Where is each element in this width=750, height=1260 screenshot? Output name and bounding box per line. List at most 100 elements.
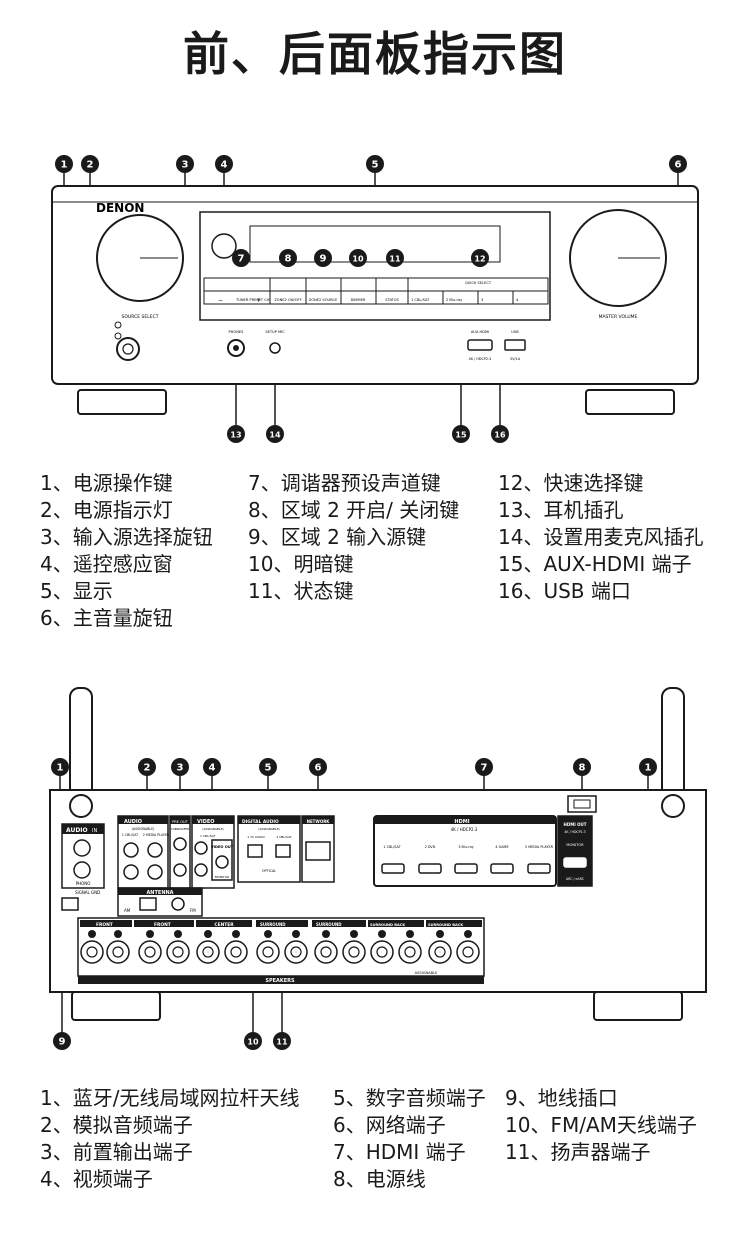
front-callout-number: 3	[182, 160, 189, 171]
speaker-binding-post[interactable]	[80, 940, 104, 964]
speaker-binding-post[interactable]	[456, 940, 480, 964]
optical2-port[interactable]	[275, 844, 291, 858]
phono-label: PHONO	[76, 881, 91, 886]
hdmi-in1-port[interactable]	[381, 863, 405, 874]
antenna-left	[69, 687, 93, 799]
legend-item: 11、扬声器端子	[505, 1140, 651, 1164]
ethernet-port[interactable]	[305, 841, 331, 861]
legend-item: 14、设置用麦克风插孔	[498, 525, 704, 549]
speaker-binding-post[interactable]	[196, 940, 220, 964]
front-callout-number: 5	[372, 160, 379, 171]
speaker-binding-post[interactable]	[284, 940, 308, 964]
tuner-preset-label: TUNER PRESET CH	[235, 298, 270, 302]
speaker-post-hole	[462, 946, 474, 958]
digital-assignable-label: (ASSIGNABLE)	[258, 827, 279, 831]
video-in-label: VIDEO	[197, 819, 215, 825]
speaker-post-hole	[320, 946, 332, 958]
phono-l-jack[interactable]	[73, 839, 91, 857]
video-in1-jack[interactable]	[194, 841, 208, 855]
signal-gnd-terminal[interactable]	[61, 897, 79, 911]
fm-terminal[interactable]	[171, 897, 185, 911]
speaker-binding-post[interactable]	[370, 940, 394, 964]
setup-mic-jack[interactable]	[269, 342, 281, 354]
analog-1l-jack[interactable]	[123, 842, 139, 858]
legend-item: 6、主音量旋钮	[40, 606, 173, 630]
analog-assignable-label: (ASSIGNABLE)	[132, 827, 155, 831]
am-terminal[interactable]	[139, 897, 157, 911]
speaker-binding-post[interactable]	[398, 940, 422, 964]
rear-callout-badge	[51, 758, 69, 776]
master-volume-label: MASTER VOLUME	[599, 314, 638, 320]
speaker-post-hole	[202, 946, 214, 958]
front-r-label: FRONT	[96, 922, 113, 928]
hdmi-in3-port[interactable]	[454, 863, 478, 874]
usb-sub-label: 5V/1A	[510, 357, 521, 361]
legend-item: 4、遥控感应窗	[40, 552, 173, 576]
front-callout-badge	[232, 249, 250, 267]
speaker-post-hole	[112, 946, 124, 958]
zone2-source-label: ZONE2 SOURCE	[309, 298, 338, 302]
tuner-minus: −	[218, 297, 223, 304]
tv-audio-label: 1 TV AUDIO	[247, 835, 265, 839]
antenna-base-right	[661, 794, 685, 818]
hdmi-in5-port[interactable]	[527, 863, 551, 874]
analog-2r-jack[interactable]	[147, 864, 163, 880]
hdmi-out-port[interactable]	[563, 857, 587, 868]
front-callout-number: 4	[221, 160, 228, 171]
surround-r-label: SURROUND	[260, 922, 286, 927]
speaker-binding-post[interactable]	[314, 940, 338, 964]
rear-callout-number: 5	[265, 763, 272, 774]
video-out-jack[interactable]	[215, 855, 229, 869]
hdmi-in2-port[interactable]	[418, 863, 442, 874]
qs4-label: 4	[516, 298, 519, 302]
phono-r-jack[interactable]	[73, 861, 91, 879]
pre-out-label: PRE OUT	[172, 820, 189, 824]
sub2-jack[interactable]	[173, 863, 187, 877]
video-in2-jack[interactable]	[194, 863, 208, 877]
tuner-plus: +	[256, 297, 261, 304]
front-callout-badge	[386, 249, 404, 267]
hdmi-in5-label: 5 MEDIA PLAYER	[525, 845, 554, 849]
qs1-label: 1 CBL/SAT	[411, 298, 430, 302]
analog-2l-jack[interactable]	[147, 842, 163, 858]
speaker-binding-post[interactable]	[138, 940, 162, 964]
setup-mic-label: SETUP MIC	[265, 330, 285, 334]
hdmi-in4-port[interactable]	[490, 863, 514, 874]
antenna-right	[661, 687, 685, 799]
legend-item: 3、前置输出端子	[40, 1140, 193, 1164]
front-callout-number: 12	[474, 255, 485, 264]
optical-cbl-label: 2 CBL/SAT	[276, 835, 291, 839]
antenna-base-left	[69, 794, 93, 818]
speaker-post-hole	[86, 946, 98, 958]
rear-legend-col2: 5、数字音频端子 6、网络端子 7、HDMI 端子 8、电源线	[333, 1085, 486, 1193]
audio-in2-label: AUDIO	[124, 819, 142, 825]
analog-1r-jack[interactable]	[123, 864, 139, 880]
front-callout-number: 10	[352, 255, 364, 264]
speaker-binding-post[interactable]	[224, 940, 248, 964]
front-callout-badge	[349, 249, 367, 267]
legend-item: 11、状态键	[248, 579, 354, 603]
speaker-binding-post[interactable]	[166, 940, 190, 964]
front-callout-badge	[266, 425, 284, 443]
speaker-post-hole	[144, 946, 156, 958]
speaker-post-hole	[434, 946, 446, 958]
usb-port[interactable]	[504, 339, 526, 351]
polarity-marker	[146, 930, 154, 938]
rear-panel-diagram: AUDIO IN PHONO AUDIO (ASSIGNABLE) 1 CBL/…	[49, 687, 707, 1050]
front-l-label: FRONT	[154, 922, 171, 928]
aux-hdmi-port[interactable]	[467, 339, 493, 351]
power-button[interactable]	[116, 337, 140, 361]
speaker-binding-post[interactable]	[106, 940, 130, 964]
speaker-binding-post[interactable]	[428, 940, 452, 964]
sub1-jack[interactable]	[173, 837, 187, 851]
rear-foot-left	[71, 991, 161, 1021]
qs3-label: 3	[481, 298, 483, 302]
speaker-binding-post[interactable]	[342, 940, 366, 964]
rear-callout-badge	[259, 758, 277, 776]
optical1-port[interactable]	[247, 844, 263, 858]
speaker-post-hole	[290, 946, 302, 958]
front-callout-number: 2	[87, 160, 94, 171]
hdmi-in4-label: 4 GAME	[495, 845, 508, 849]
speaker-binding-post[interactable]	[256, 940, 280, 964]
